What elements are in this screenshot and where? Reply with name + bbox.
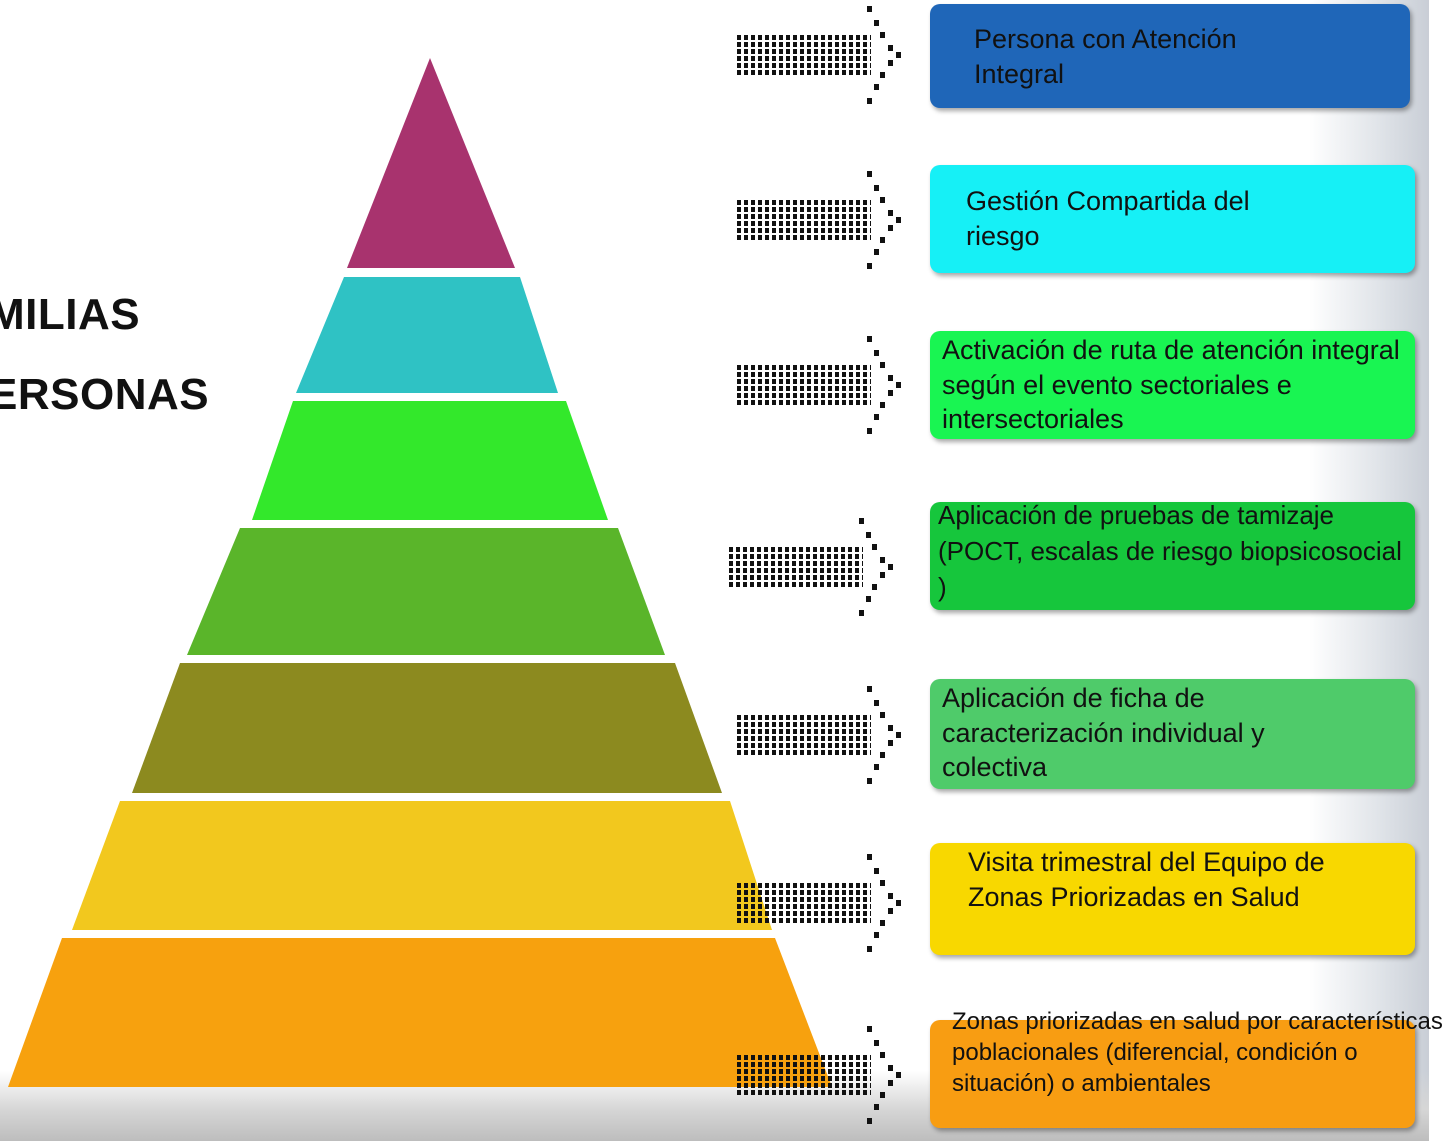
step-box-5: Aplicación de ficha de caracterización i…: [930, 679, 1415, 789]
step-label-6: Visita trimestral del Equipo de Zonas Pr…: [968, 847, 1325, 912]
step-box-3: Activación de ruta de atención integral …: [930, 331, 1415, 439]
pyramid-tier-5: [132, 663, 722, 793]
pyramid-tier-1: [347, 58, 515, 268]
step-label-2: Gestión Compartida del riesgo: [966, 186, 1250, 251]
side-title-line2: ERSONAS: [0, 370, 210, 419]
step-label-1: Persona con Atención Integral: [974, 24, 1237, 89]
step-label-4: Aplicación de pruebas de tamizaje (POCT,…: [938, 500, 1402, 602]
pyramid-tier-2: [296, 277, 558, 393]
step-box-4: Aplicación de pruebas de tamizaje (POCT,…: [930, 500, 1415, 610]
dotted-arrow-icon: [736, 6, 901, 104]
step-box-2: Gestión Compartida del riesgo: [930, 165, 1415, 273]
pyramid-tier-4: [187, 528, 665, 655]
dotted-arrow-icon: [736, 686, 901, 784]
pyramid: [8, 58, 832, 1087]
step-label-7: Zonas priorizadas en salud por caracterí…: [952, 1008, 1443, 1098]
step-box-1: Persona con Atención Integral: [930, 4, 1410, 108]
pyramid-tier-7: [8, 938, 832, 1087]
dotted-arrow-icon: [736, 336, 901, 434]
side-title-line1: MILIAS: [0, 290, 141, 339]
dotted-arrow-icon: [728, 518, 893, 616]
pyramid-tier-6: [72, 801, 772, 930]
step-box-7: Zonas priorizadas en salud por caracterí…: [930, 1008, 1443, 1128]
pyramid-tier-3: [252, 401, 608, 520]
dotted-arrow-icon: [736, 1026, 901, 1124]
dotted-arrow-icon: [736, 854, 901, 952]
step-box-6: Visita trimestral del Equipo de Zonas Pr…: [930, 843, 1415, 955]
step-label-3: Activación de ruta de atención integral …: [942, 335, 1400, 435]
step-label-5: Aplicación de ficha de caracterización i…: [942, 683, 1265, 783]
dotted-arrow-icon: [736, 171, 901, 269]
